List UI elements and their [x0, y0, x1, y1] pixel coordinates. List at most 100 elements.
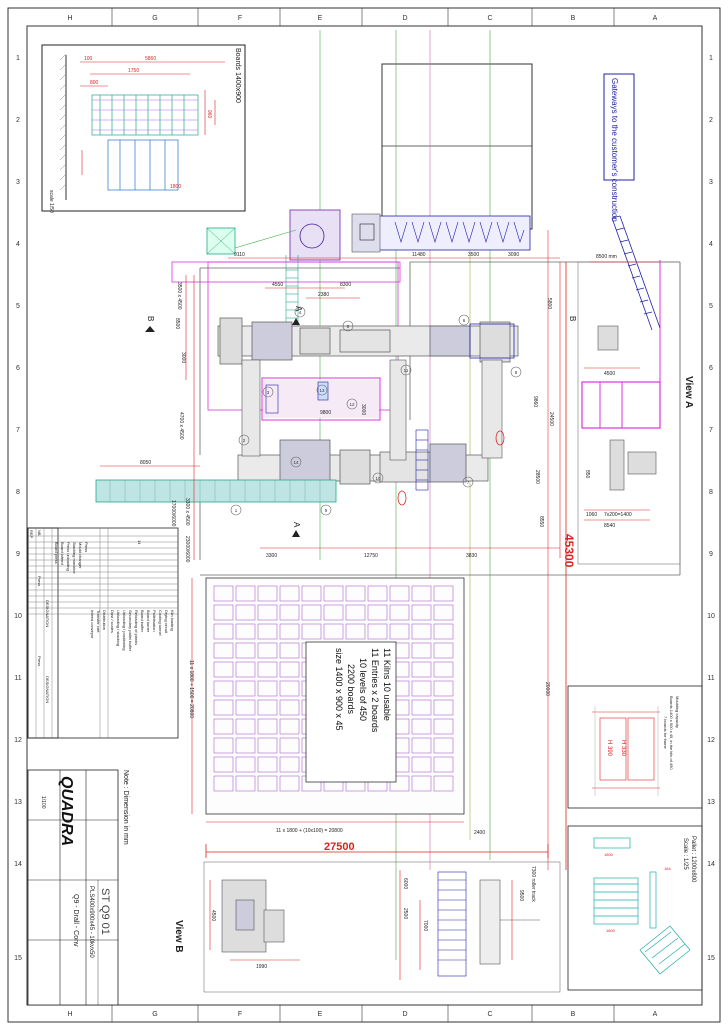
col-label: H	[67, 1011, 72, 1018]
kiln-cell	[433, 680, 454, 697]
dim-4550: 4550	[272, 282, 283, 288]
kiln-cell	[345, 585, 366, 602]
row-label: 3	[709, 179, 713, 186]
kiln-cell	[235, 718, 256, 735]
callout-11	[400, 364, 412, 376]
table-row: Dust / scales	[110, 610, 115, 633]
row-label: 11	[14, 675, 21, 682]
col-label: F	[238, 15, 242, 22]
col-label: G	[152, 15, 157, 22]
kiln-cell	[257, 699, 278, 716]
view-b-label: View B	[173, 920, 184, 953]
dim-24500: 24500	[548, 412, 554, 426]
kiln-cell	[235, 775, 256, 792]
callout-13	[316, 384, 328, 396]
kiln-cell	[433, 604, 454, 621]
callout-label: 9	[325, 508, 328, 513]
view-b-dim: 6000	[402, 878, 408, 889]
kiln-cell	[367, 585, 388, 602]
row-label: 6	[16, 365, 20, 372]
kiln-cell	[257, 604, 278, 621]
kiln-cell	[235, 699, 256, 716]
kiln-cell	[257, 775, 278, 792]
row-label: 4	[709, 241, 713, 248]
table-row: Kiln loading	[170, 610, 175, 631]
callout-12	[346, 398, 358, 410]
row-label: 12	[14, 737, 22, 744]
row-label: 15	[707, 955, 715, 962]
sheet-outer-border	[7, 7, 721, 1023]
overall-width-45300: 45300	[562, 534, 576, 568]
table-row: Drying circuit	[164, 610, 169, 634]
kiln-cell	[411, 604, 432, 621]
table-row: Palletisation	[152, 610, 157, 632]
callout-2	[238, 434, 250, 446]
dim-8550: 8550	[538, 516, 544, 527]
company-logo: QUADRA	[58, 776, 75, 846]
table-row: Transfer cart	[96, 610, 101, 633]
infeed-conveyor	[95, 479, 337, 503]
kiln-cell	[301, 604, 322, 621]
table-row: Reloading of planks	[134, 610, 139, 645]
row-labels-right: 1 2 3 4 5 6 7 8 9 10 11 12 13 14 15	[707, 55, 715, 962]
kiln-cell	[235, 756, 256, 773]
kiln-cell	[279, 775, 300, 792]
table-left-row: Stacking machine	[72, 542, 77, 574]
view-b-dim: 7300 roller track	[530, 866, 536, 902]
kiln-cell	[323, 585, 344, 602]
title-block-subtitle: PLS400x900x45 - 10kvx50	[88, 886, 94, 958]
kiln-cell	[411, 642, 432, 659]
kiln-cell	[323, 604, 344, 621]
kiln-block: 11 Kilns 10 usable 11 Entries x 2 boards…	[188, 577, 550, 836]
table-head-nb: NB	[37, 530, 42, 536]
table-head-designation-2: DESIGNATION	[45, 676, 50, 703]
kiln-cell	[257, 680, 278, 697]
row-label: 2	[16, 117, 20, 124]
col-label: C	[487, 15, 492, 22]
kiln-cell	[323, 623, 344, 640]
view-a-label: View A	[683, 376, 694, 408]
kiln-cell	[213, 699, 234, 716]
kiln-cell	[213, 775, 234, 792]
dim-left-e: 17000/6000	[170, 500, 176, 527]
kiln-cell	[213, 718, 234, 735]
inset-dim: 960	[206, 110, 212, 119]
kiln-cell	[235, 642, 256, 659]
callout-14	[290, 456, 302, 468]
row-label: 15	[14, 955, 22, 962]
row-label: 5	[709, 303, 713, 310]
kiln-cell	[389, 775, 410, 792]
kiln-right-dim: 20000	[544, 682, 550, 696]
kiln-cell	[367, 604, 388, 621]
inset-dim: 800	[90, 80, 99, 86]
kiln-line: 2200 boards	[346, 664, 356, 715]
callout-7	[462, 476, 474, 488]
kiln-cell	[279, 680, 300, 697]
dim-3830: 3830	[466, 553, 477, 559]
border-ticks	[111, 8, 615, 1022]
row-label: 8	[16, 489, 20, 496]
kiln-cell	[411, 623, 432, 640]
table-row: Secondary pallet buffer	[128, 610, 133, 652]
kiln-cell	[345, 623, 366, 640]
kiln-bottom-dim: 11 x 1800 + (10x100) = 20800	[276, 828, 343, 834]
row-labels-left: 1 2 3 4 5 6 7 8 9 10 11 12 13 14 15	[14, 55, 22, 962]
row-label: 7	[709, 427, 713, 434]
table-left-row: Board press	[54, 542, 59, 564]
kiln-cell	[433, 718, 454, 735]
kiln-cell	[433, 775, 454, 792]
stacking-inset: Moulding capacity Boards 1400 x 900 x 45…	[567, 685, 703, 809]
view-a-dim: 850	[584, 470, 590, 479]
table-press: Press	[37, 576, 42, 586]
row-label: 8	[709, 489, 713, 496]
row-label: 14	[707, 861, 715, 868]
kiln-cell	[213, 642, 234, 659]
kiln-cell	[257, 585, 278, 602]
section-marker-a-bottom: A	[292, 522, 301, 528]
title-block-drawing-no: ST Q9 01	[99, 888, 111, 935]
row-label: 13	[707, 799, 715, 806]
kiln-cell	[235, 604, 256, 621]
callout-label: 8	[515, 370, 518, 375]
kiln-cell	[235, 737, 256, 754]
